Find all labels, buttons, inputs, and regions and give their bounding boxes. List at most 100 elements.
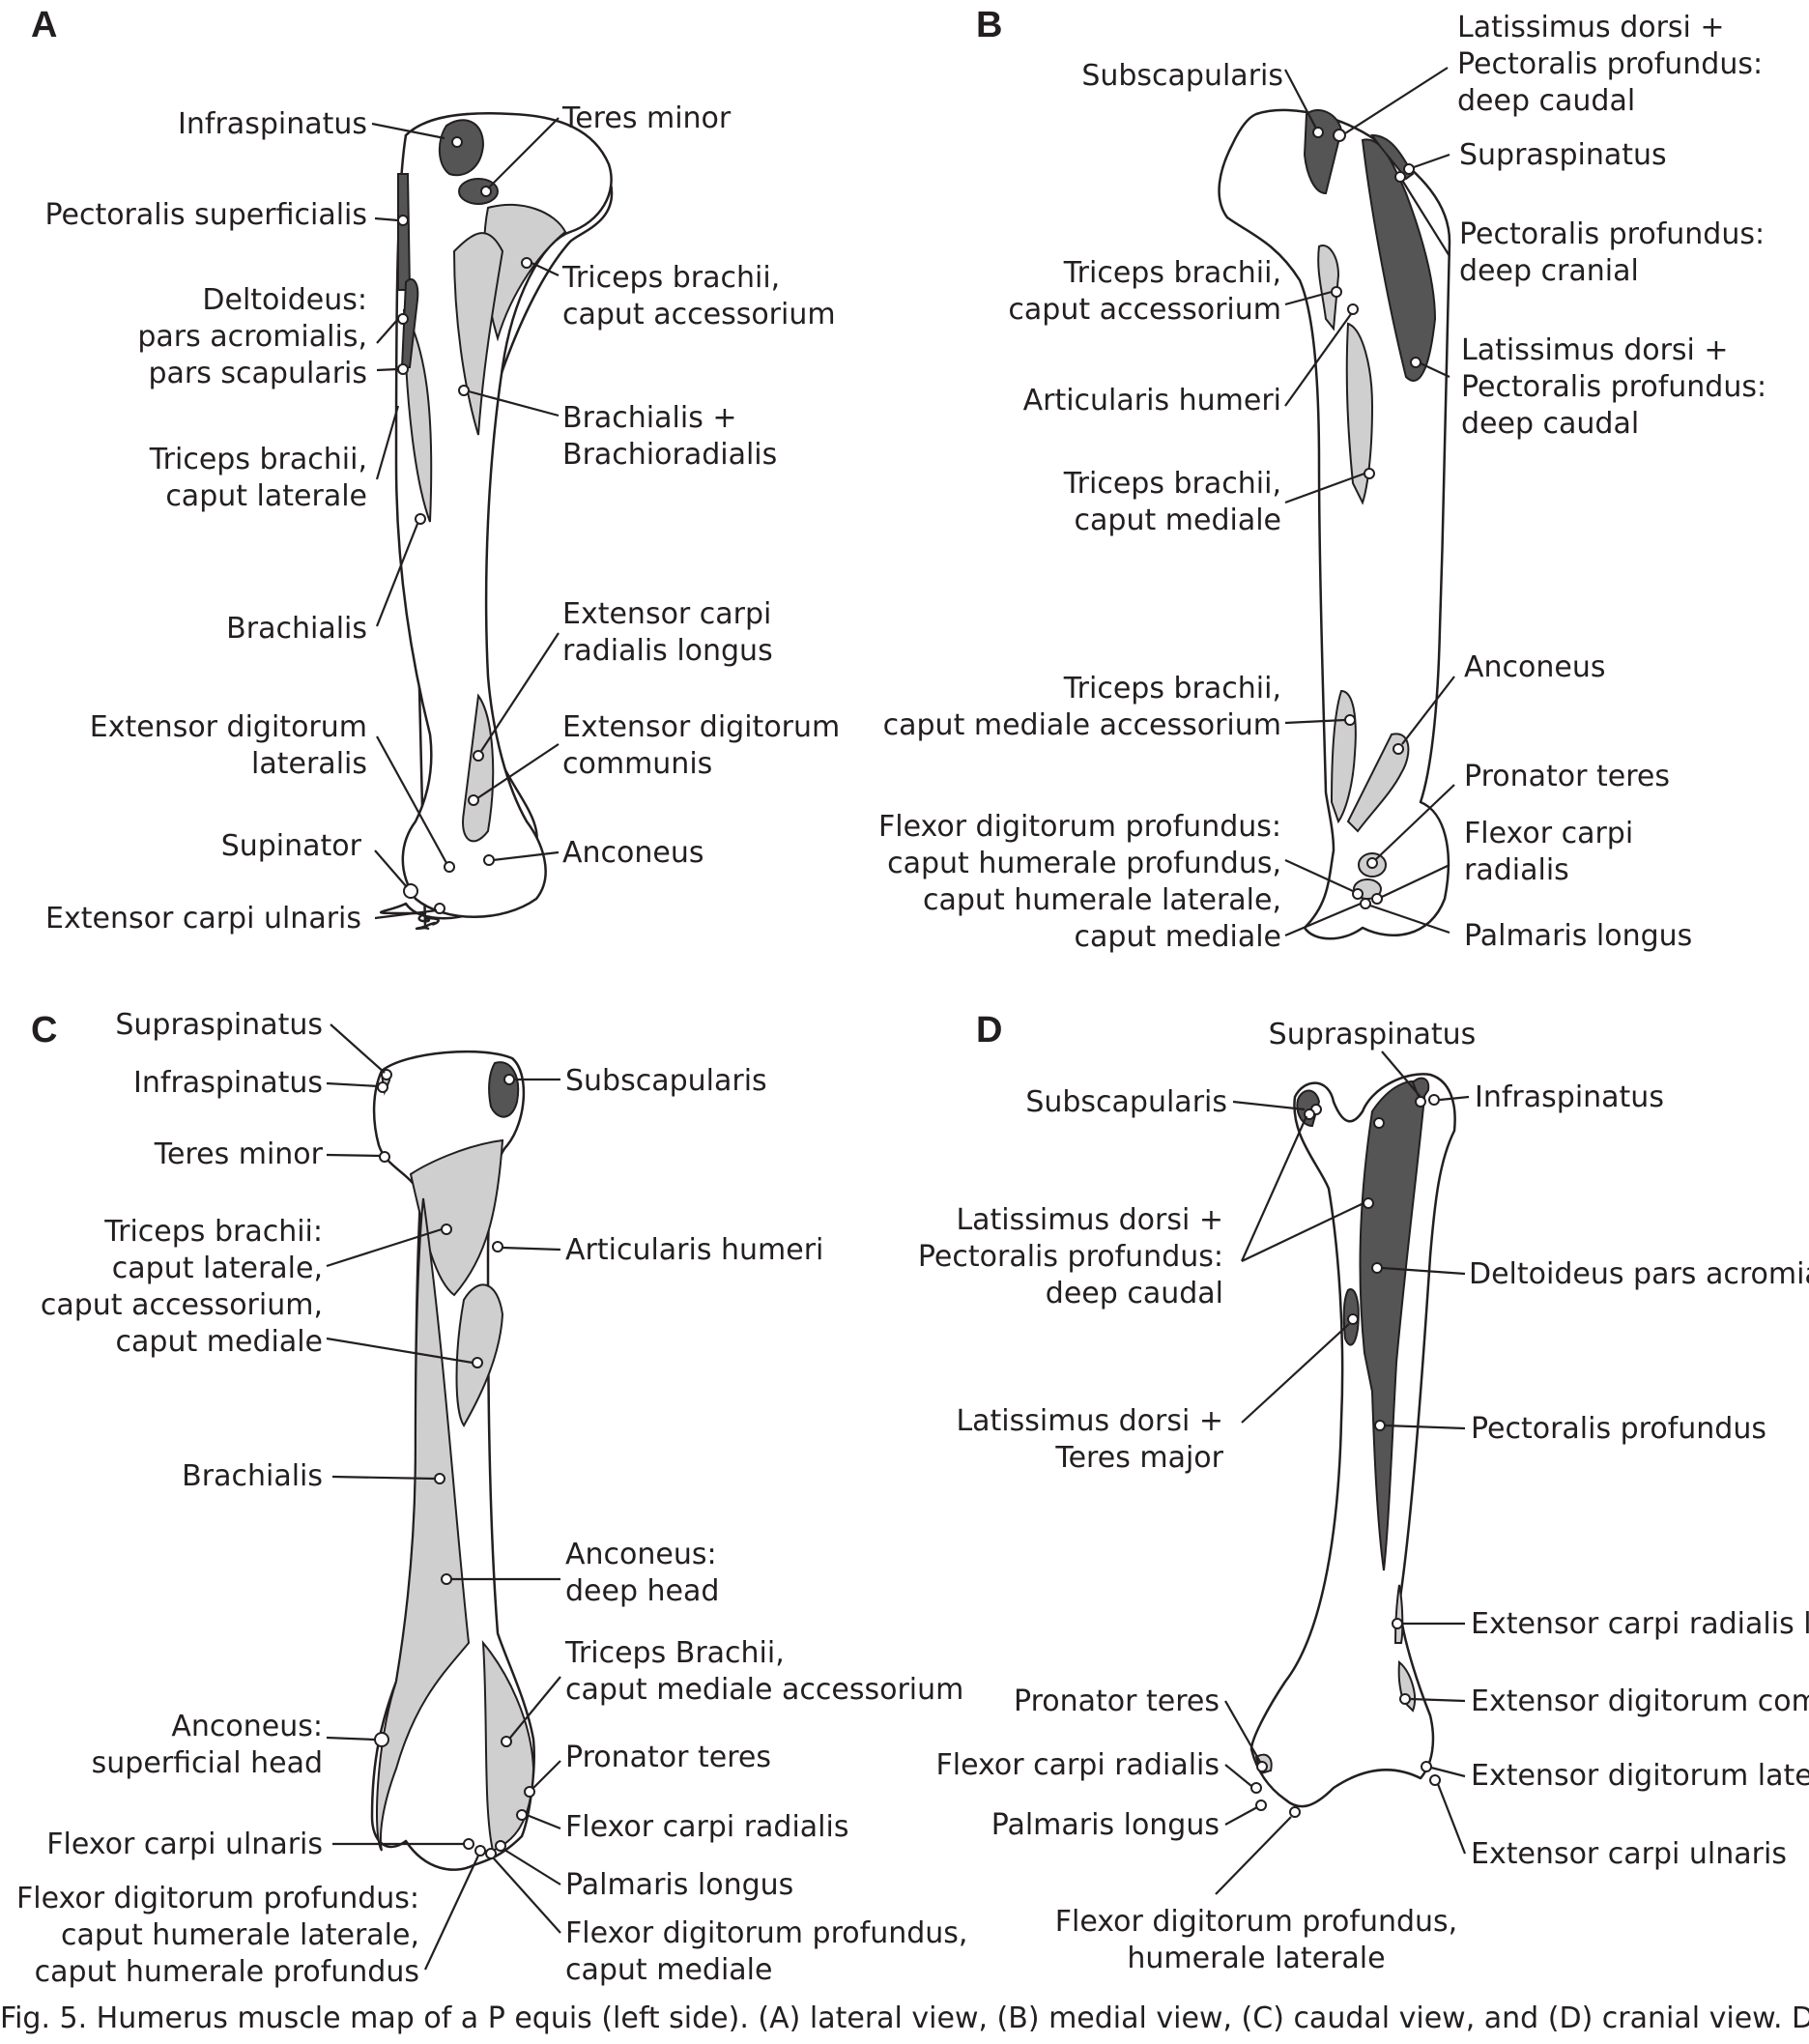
panel-b-dot-triceps-acc — [1331, 286, 1342, 298]
panel-c-leader — [326, 1337, 474, 1365]
panel-c-text-10: Anconeus:superficial head — [92, 1710, 323, 1780]
panel-b-leader — [1284, 472, 1365, 504]
panel-c-anconeus-area — [376, 1197, 471, 1852]
panel-b-leader — [1284, 290, 1333, 306]
panel-b-text-6: Latissimus dorsi +Pectoralis profundus:d… — [1461, 333, 1766, 441]
panel-d-text-1: Supraspinatus — [1269, 1018, 1477, 1051]
panel-d-dot-fdp — [1289, 1806, 1301, 1818]
panel-b-dot-triceps-med-acc — [1344, 714, 1356, 726]
panel-c-text-12: Flexor carpi radialis — [565, 1810, 848, 1844]
panel-c-text-5: Triceps brachii:caput laterale,caput acc… — [41, 1215, 323, 1359]
panel-b-dot-latissimus-1 — [1333, 129, 1346, 142]
panel-a-leader — [374, 216, 399, 222]
panel-d-text-12: Extensor digitorum lateral — [1471, 1759, 1809, 1793]
panel-d-leader — [1224, 1806, 1258, 1826]
panel-b-dot-fcr — [1371, 893, 1383, 905]
panel-a-text-7: Triceps brachii,caput laterale — [149, 443, 367, 513]
figure-caption: Fig. 5. Humerus muscle map of a P equis … — [0, 2001, 1809, 2035]
panel-b-leader — [1284, 313, 1352, 407]
panel-d-text-13: Palmaris longus — [991, 1808, 1220, 1842]
panel-d-leader — [1409, 1697, 1466, 1703]
panel-a: A — [31, 5, 840, 936]
panel-a-text-14: Extensor carpi ulnaris — [45, 902, 361, 936]
panel-a-text-1: Infraspinatus — [178, 107, 367, 141]
panel-a-leader — [375, 523, 419, 627]
panel-c-dot-fcr — [516, 1809, 528, 1821]
panel-c-dot-infraspinatus — [377, 1081, 388, 1093]
panel-a-dot-anconeus — [483, 854, 495, 866]
panel-a-text-8: Brachialis — [226, 612, 367, 646]
panel-b-dot-palmaris — [1360, 898, 1371, 909]
panel-d-dot-ecu — [1429, 1774, 1441, 1786]
panel-b-text-10: Triceps brachii,caput mediale accessoriu… — [883, 672, 1281, 742]
panel-a-dot-brachialis — [415, 513, 426, 525]
panel-c-leader — [326, 1081, 380, 1088]
panel-a-dot-teres-minor — [480, 186, 492, 197]
panel-c-text-4: Teres minor — [154, 1137, 324, 1171]
panel-a-dot-deltoideus-1 — [397, 313, 409, 325]
panel-b-text-7: Articularis humeri — [1023, 384, 1281, 417]
panel-b-leader — [1413, 153, 1450, 169]
panel-a-dot-ecu — [434, 903, 445, 914]
panel-c-text-14: Palmaris longus — [565, 1868, 793, 1902]
panel-d-text-8: Extensor carpi radialis long — [1471, 1607, 1809, 1641]
panel-d-dot-lat-teres — [1347, 1313, 1359, 1325]
panel-d-leader — [1381, 1051, 1421, 1098]
panel-b-text-4: Pectoralis profundus:deep cranial — [1459, 217, 1765, 288]
panel-a-leader — [487, 117, 560, 189]
panel-c-leader — [424, 1855, 479, 1971]
panel-c-text-15: Flexor digitorum profundus:caput humeral… — [16, 1882, 419, 1989]
panel-c-dot-triceps-lower — [472, 1357, 483, 1368]
panel-b-leader — [1402, 181, 1450, 257]
panel-b-leader — [1284, 902, 1362, 937]
panel-a-leader — [476, 743, 560, 799]
panel-d-leader — [1241, 1202, 1364, 1262]
panel-a-brachialis-area — [452, 232, 504, 436]
panel-c-dot-anconeus-deep — [441, 1573, 452, 1585]
panel-d-text-2: Subscapularis — [1025, 1085, 1227, 1119]
panel-a-dot-ecrl — [473, 750, 484, 762]
panel-b-text-12: Flexor digitorum profundus:caput humeral… — [878, 810, 1281, 954]
panel-a-leader — [480, 632, 560, 752]
panel-d-text-5: Deltoideus pars acromialis — [1469, 1257, 1809, 1291]
panel-a-shaft — [394, 111, 613, 918]
panel-b-triceps-mediale-area — [1345, 322, 1374, 505]
panel-a-infraspinatus-area — [438, 119, 485, 177]
panel-c-text-13: Flexor carpi ulnaris — [46, 1828, 323, 1861]
panel-a-dot-triceps-acc — [521, 257, 532, 269]
panel-c-dot-triceps — [441, 1224, 452, 1235]
panel-b-text-11: Pronator teres — [1464, 760, 1670, 793]
panel-d-leader — [1224, 1700, 1261, 1763]
panel-c-text-3: Subscapularis — [565, 1064, 767, 1098]
panel-d-text-15: Flexor digitorum profundus,humerale late… — [1055, 1905, 1457, 1975]
panel-b-leader — [1381, 864, 1450, 898]
panel-b-text-1: Subscapularis — [1081, 59, 1283, 93]
panel-d-text-7: Pectoralis profundus — [1471, 1412, 1766, 1446]
panel-b-text-9: Anconeus — [1464, 650, 1606, 684]
panel-d-dot-edl — [1421, 1761, 1432, 1772]
panel-a-text-2: Teres minor — [561, 101, 732, 135]
panel-d-dot-lat-pect-2 — [1363, 1197, 1374, 1209]
panel-d-leader — [1381, 1266, 1466, 1276]
panel-d-dot-palmaris — [1255, 1799, 1267, 1811]
panel-b-supraspinatus-area — [1370, 133, 1415, 181]
panel-a-teres-minor-area — [458, 178, 499, 205]
panel-b-dot-articularis — [1347, 303, 1359, 315]
panel-c-dot-brachialis — [434, 1473, 445, 1484]
panel-c-text-16: Flexor digitorum profundus,caput mediale — [565, 1916, 967, 1987]
panel-a-dot-brachialis-brachio — [458, 385, 470, 396]
panel-d-leader — [1232, 1100, 1306, 1111]
panel-d-dot-pect-prof — [1374, 1420, 1386, 1431]
panel-c-leader — [326, 1736, 376, 1742]
panel-a-leader — [531, 262, 560, 276]
panel-c-leader — [326, 1153, 382, 1158]
panel-a-dot-deltoideus-2 — [397, 363, 409, 375]
panel-b-text-3: Supraspinatus — [1459, 138, 1667, 172]
panel-a-text-3: Pectoralis superficialis — [44, 198, 367, 232]
panel-c-text-2: Infraspinatus — [133, 1066, 323, 1100]
panel-b-text-8: Triceps brachii,caput mediale — [1063, 467, 1281, 537]
panel-d-leader — [1241, 1323, 1350, 1424]
